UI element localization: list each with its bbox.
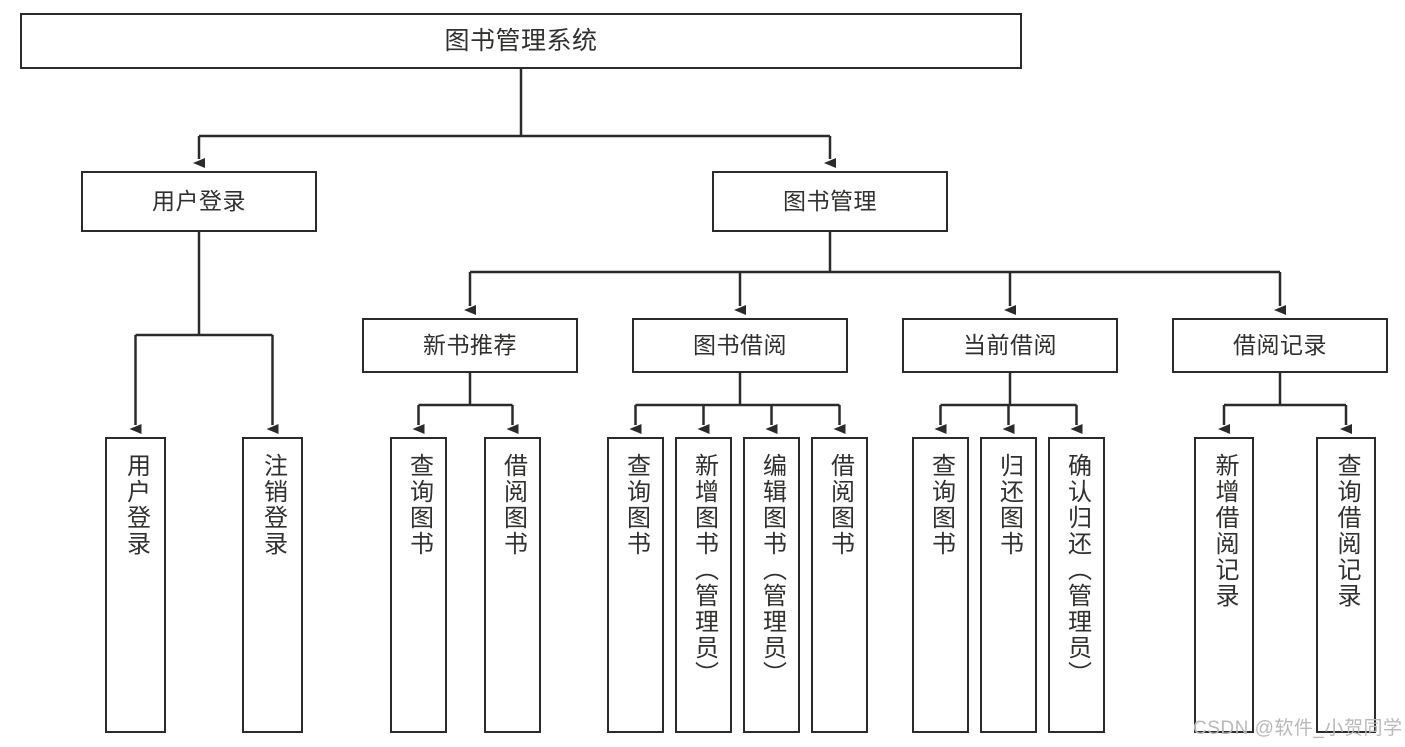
- node-label-leaf-logout: 注销登录: [259, 453, 287, 557]
- node-leaf-logout[interactable]: 注销登录: [242, 437, 303, 733]
- node-user-login[interactable]: 用户登录: [81, 171, 317, 232]
- node-leaf-add-record[interactable]: 新增借阅记录: [1194, 437, 1254, 733]
- node-label-leaf-edit-book: 编辑图书（管理员）: [758, 453, 786, 687]
- node-leaf-borrow-book[interactable]: 借阅图书: [811, 437, 868, 733]
- node-label-leaf-query-book-borrow: 查询图书: [622, 453, 650, 557]
- node-leaf-query-book-current[interactable]: 查询图书: [912, 437, 969, 733]
- node-label-borrow-record: 借阅记录: [1233, 331, 1327, 358]
- node-leaf-add-book[interactable]: 新增图书（管理员）: [675, 437, 732, 733]
- connector-lines: [129, 69, 1352, 434]
- node-leaf-query-record[interactable]: 查询借阅记录: [1316, 437, 1376, 733]
- node-label-new-book-rec: 新书推荐: [423, 331, 517, 358]
- node-book-borrow[interactable]: 图书借阅: [632, 318, 848, 373]
- node-label-leaf-borrow-book-rec: 借阅图书: [499, 453, 527, 557]
- node-label-leaf-query-book-rec: 查询图书: [405, 453, 433, 557]
- node-label-book-borrow: 图书借阅: [693, 331, 787, 358]
- node-leaf-confirm-return[interactable]: 确认归还（管理员）: [1048, 437, 1105, 733]
- node-label-user-login: 用户登录: [152, 187, 246, 214]
- node-label-current-borrow: 当前借阅: [963, 331, 1057, 358]
- node-leaf-return-book[interactable]: 归还图书: [980, 437, 1037, 733]
- node-label-book-manage: 图书管理: [783, 187, 877, 214]
- node-book-manage[interactable]: 图书管理: [712, 171, 948, 232]
- node-leaf-borrow-book-rec[interactable]: 借阅图书: [484, 437, 541, 733]
- node-label-leaf-confirm-return: 确认归还（管理员）: [1063, 453, 1091, 687]
- node-label-root: 图书管理系统: [444, 27, 598, 55]
- node-new-book-rec[interactable]: 新书推荐: [362, 318, 578, 373]
- node-label-leaf-query-record: 查询借阅记录: [1333, 453, 1360, 609]
- node-label-leaf-user-login: 用户登录: [122, 453, 150, 557]
- node-leaf-user-login[interactable]: 用户登录: [105, 437, 166, 733]
- node-borrow-record[interactable]: 借阅记录: [1172, 318, 1388, 373]
- node-current-borrow[interactable]: 当前借阅: [902, 318, 1118, 373]
- node-leaf-query-book-rec[interactable]: 查询图书: [390, 437, 447, 733]
- node-label-leaf-return-book: 归还图书: [995, 453, 1023, 557]
- node-leaf-query-book-borrow[interactable]: 查询图书: [607, 437, 664, 733]
- node-label-leaf-add-record: 新增借阅记录: [1211, 453, 1238, 609]
- node-label-leaf-add-book: 新增图书（管理员）: [690, 453, 718, 687]
- node-label-leaf-borrow-book: 借阅图书: [826, 453, 854, 557]
- node-root[interactable]: 图书管理系统: [20, 13, 1022, 69]
- node-leaf-edit-book[interactable]: 编辑图书（管理员）: [743, 437, 800, 733]
- node-label-leaf-query-book-current: 查询图书: [927, 453, 955, 557]
